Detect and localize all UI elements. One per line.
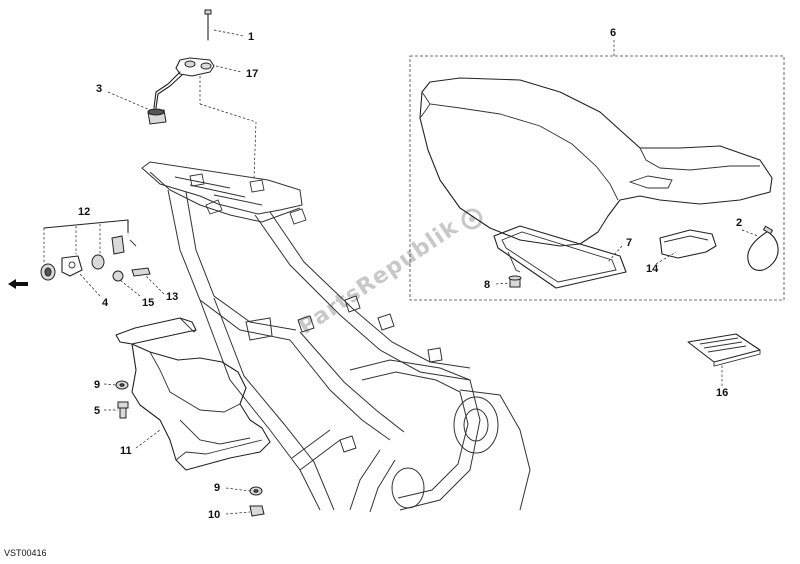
direction-arrow-icon (8, 279, 28, 289)
callout-8: 8 (484, 279, 490, 291)
part-2-cable (747, 225, 779, 271)
part-8-bolt (508, 275, 522, 288)
callout-1: 1 (248, 31, 254, 43)
part-7-seat-pan (493, 225, 627, 289)
callout-11: 11 (120, 445, 132, 457)
callout-13: 13 (166, 291, 178, 303)
rear-subframe (141, 161, 531, 513)
part-11-undertray (115, 317, 271, 471)
seat-kit-box (409, 55, 785, 301)
callout-10: 10 (208, 509, 220, 521)
part-16-manual (687, 333, 761, 367)
callout-9-upper: 9 (94, 379, 100, 391)
callout-17: 17 (246, 68, 258, 80)
part-6-seat (419, 77, 773, 247)
drawing-code: VST00416 (4, 548, 47, 558)
callout-7: 7 (626, 237, 632, 249)
part-14-pouch (659, 229, 717, 259)
callout-4: 4 (102, 297, 109, 309)
callout-5: 5 (94, 405, 100, 417)
callout-14: 14 (646, 263, 659, 275)
part-17-seat-lock (147, 9, 215, 125)
watermark-gear-icon (461, 208, 483, 230)
callout-9-lower: 9 (214, 482, 220, 494)
callout-3: 3 (96, 83, 102, 95)
callout-15: 15 (142, 297, 154, 309)
callout-12: 12 (78, 206, 90, 218)
part-12-hinge-group (40, 219, 151, 282)
leader-lines (79, 29, 759, 515)
hardware-washers-screws (115, 380, 265, 517)
callout-6: 6 (610, 27, 616, 39)
callout-2: 2 (736, 217, 742, 229)
callout-16: 16 (716, 387, 728, 399)
